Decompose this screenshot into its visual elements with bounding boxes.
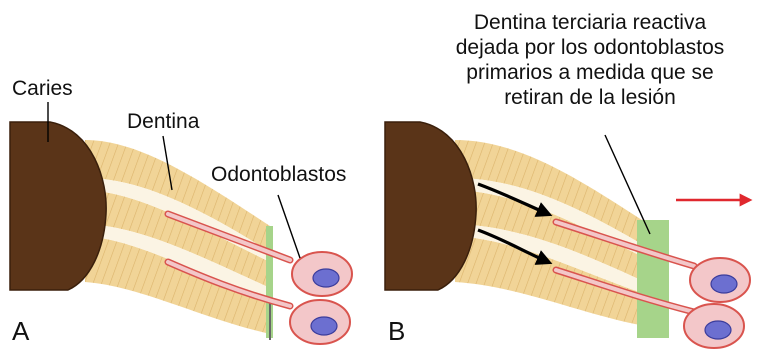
odontoblast-nucleus <box>705 321 731 339</box>
odontoblast-nucleus <box>711 275 737 293</box>
panel-a <box>10 102 352 344</box>
odontoblast-nucleus <box>313 269 339 287</box>
tertiary-dentin-caption: Dentina terciaria reactiva dejada por lo… <box>425 10 755 110</box>
caption-line: retiran de la lesión <box>425 85 755 110</box>
caries-label: Caries <box>12 78 73 99</box>
dentina-label: Dentina <box>127 111 199 132</box>
tertiary-dentin <box>637 220 669 338</box>
panel-a-letter: A <box>12 318 29 344</box>
odontoblastos-label: Odontoblastos <box>211 164 346 185</box>
panel-b <box>385 122 750 348</box>
caption-line: dejada por los odontoblastos <box>425 35 755 60</box>
panel-b-letter: B <box>388 318 405 344</box>
caption-line: Dentina terciaria reactiva <box>425 10 755 35</box>
odontoblastos-pointer <box>278 195 300 258</box>
odontoblast-nucleus <box>311 317 337 335</box>
caption-line: primarios a medida que se <box>425 60 755 85</box>
